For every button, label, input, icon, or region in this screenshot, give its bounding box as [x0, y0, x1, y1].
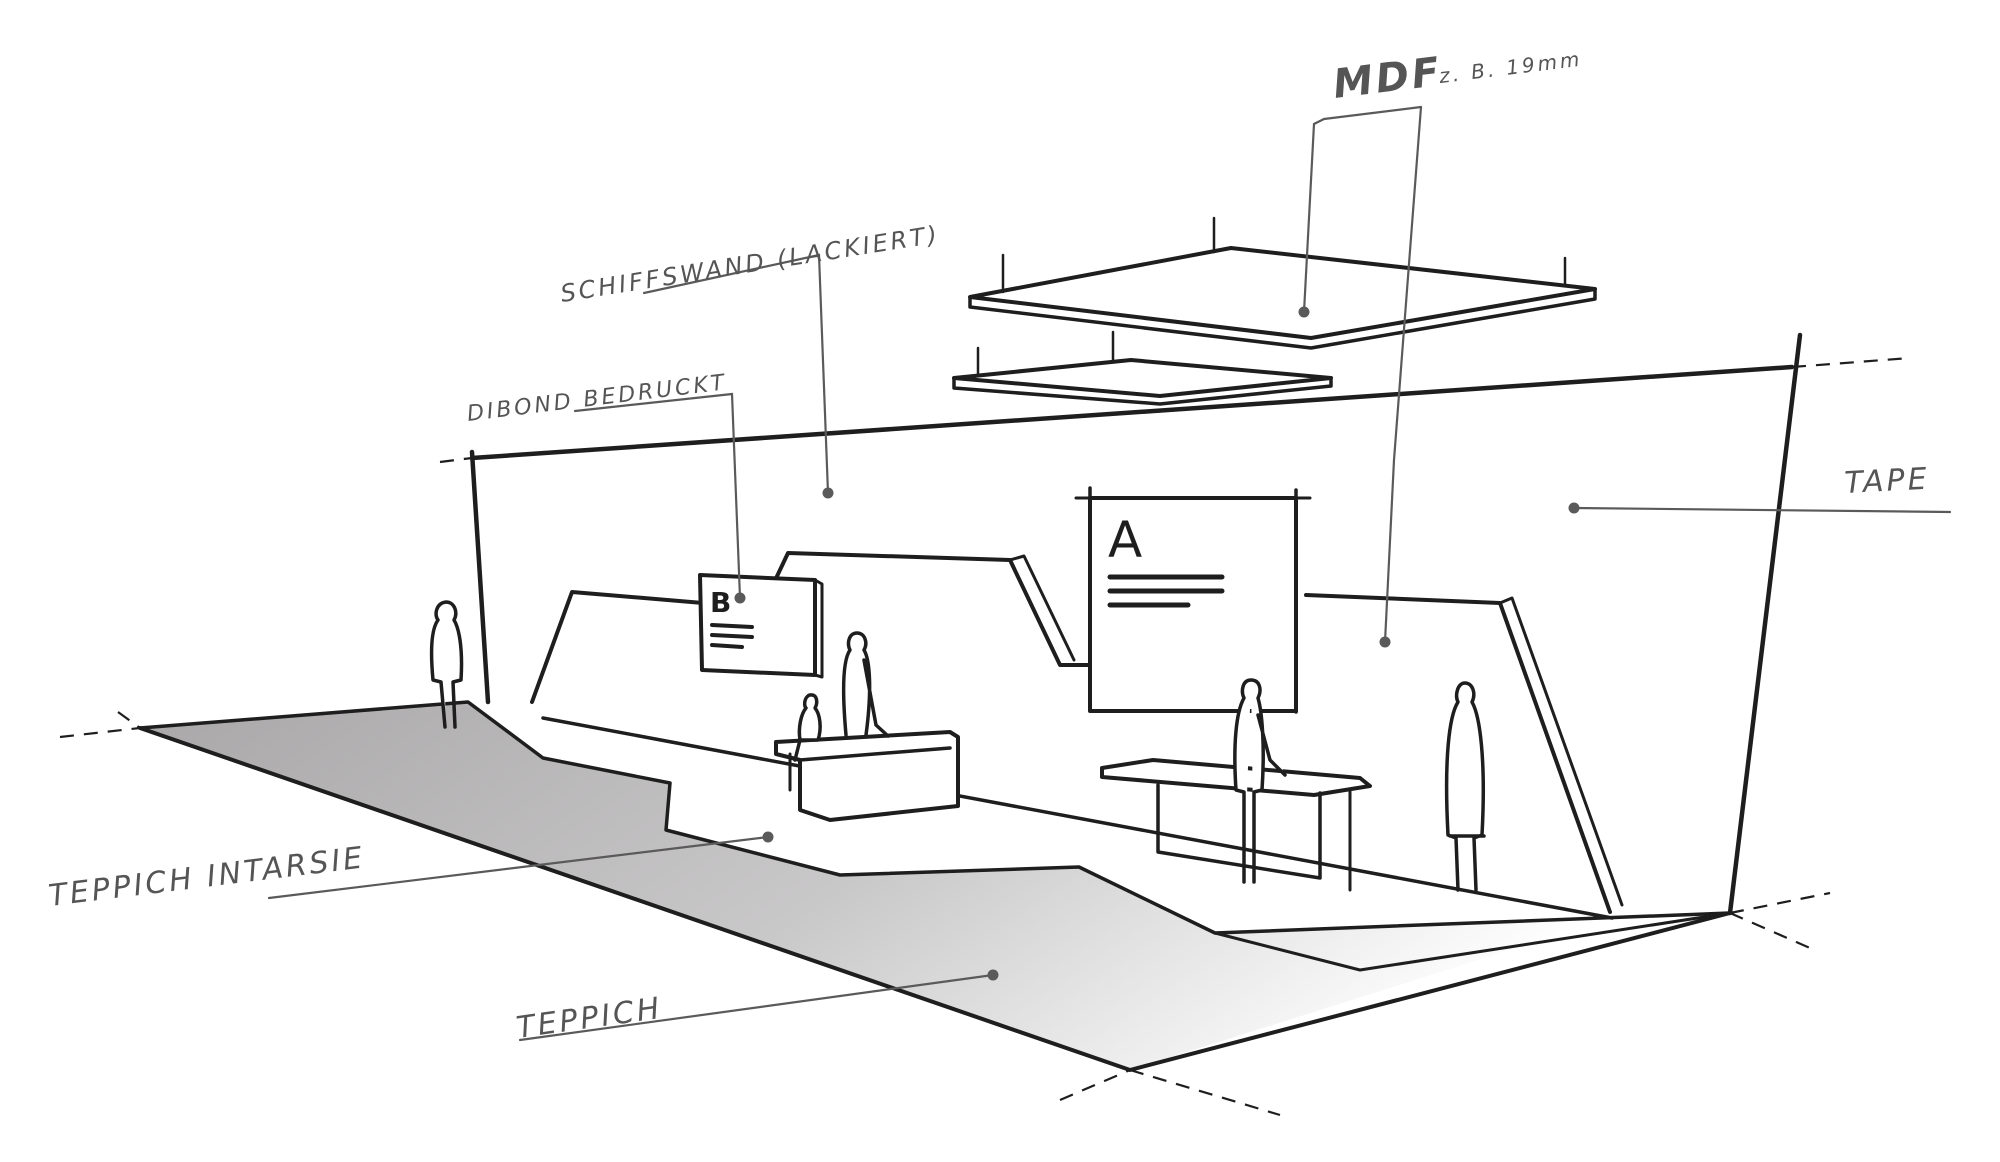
person-right-counter [1233, 678, 1287, 884]
sign-b-letter: B [710, 586, 731, 619]
counter-left [774, 730, 960, 822]
floor-inner-front [1213, 911, 1732, 972]
ship-wall-outline [530, 551, 1092, 704]
sign-a-letter: A [1108, 511, 1142, 569]
ship-wall [530, 551, 1624, 920]
leader-teppich [518, 973, 995, 1042]
wall-top-edge [469, 364, 1795, 461]
label-mdf: MDF [1331, 49, 1445, 108]
leader-mdf [1302, 105, 1423, 314]
leader-tape [1572, 506, 1952, 514]
ship-wall-base [541, 716, 1614, 920]
ship-wall-right-thickness [1498, 596, 1624, 907]
carpet-floor [140, 702, 1730, 1070]
person-counter-standing [841, 631, 890, 738]
label-teppich-intarsie: TEPPICH INTARSIE [47, 840, 367, 914]
mdf-ceiling-panels [952, 216, 1597, 406]
carpet-inlay-edge [138, 700, 1732, 935]
label-tape: TAPE [1844, 462, 1931, 501]
leader-schiffswand [642, 253, 830, 495]
sign-a: A [1074, 486, 1312, 714]
sign-b: B [698, 573, 824, 679]
extension-lines [59, 356, 1911, 1117]
label-teppich: TEPPICH [514, 991, 664, 1046]
leader-lines [267, 105, 1952, 1042]
mdf-panel-upper [968, 246, 1597, 340]
leader-dibond [573, 392, 742, 600]
leader-teppich-intarsie [267, 835, 770, 900]
label-dibond: DIBOND BEDRUCKT [466, 370, 729, 427]
person-left-wall [429, 600, 464, 729]
wall-left-edge [469, 449, 491, 705]
wall-right-edge [1727, 332, 1803, 916]
label-mdf-note: z. B. 19mm [1437, 47, 1584, 88]
person-right-standing [1444, 681, 1486, 892]
ship-wall-thickness [1008, 554, 1076, 662]
label-schiffswand: SCHIFFSWAND (LACKIERT) [559, 220, 942, 308]
back-walls [469, 332, 1803, 916]
people [429, 600, 1486, 892]
person-counter-seated [793, 693, 822, 762]
